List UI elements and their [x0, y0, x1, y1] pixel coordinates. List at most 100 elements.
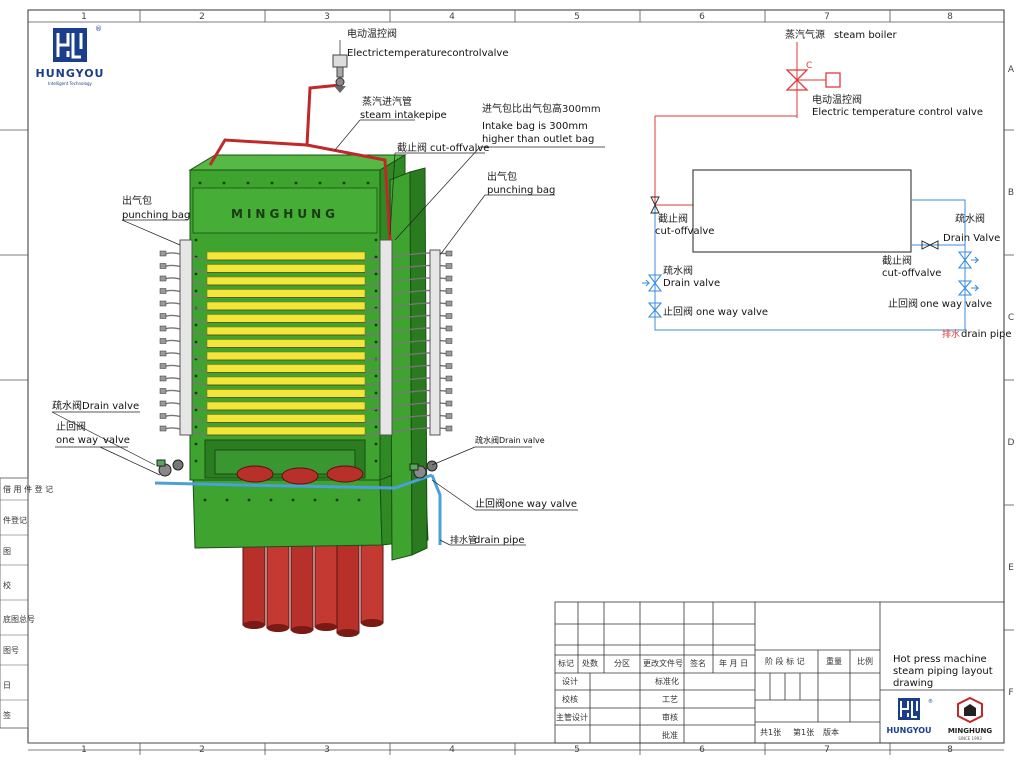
bolt	[374, 323, 378, 327]
column-number: 4	[449, 745, 455, 755]
steam-intake-pipe	[208, 83, 392, 241]
hose-fitting	[445, 375, 453, 382]
tb-row-label: 主管设计	[556, 712, 588, 722]
platen	[206, 426, 366, 436]
platen	[206, 339, 366, 348]
left-arrow	[642, 279, 651, 287]
label-oneway-left-cn: 止回阀	[56, 420, 86, 433]
sch-cutoff-r-cn: 截止阀	[882, 254, 912, 267]
schematic-cutoff-right	[921, 240, 939, 250]
tb-header: 分区	[614, 659, 630, 668]
label-oneway-left-en2: valve	[103, 435, 130, 446]
brand-name: HUNGYOU	[36, 67, 105, 80]
hose-fitting	[445, 263, 453, 269]
row-letter: A	[1008, 65, 1015, 75]
hose-fitting	[159, 325, 167, 332]
hose-fitting	[445, 350, 453, 357]
hose-fitting	[445, 338, 453, 344]
platen	[206, 376, 366, 386]
bolt	[318, 181, 322, 185]
tcv-symbol-c: C	[806, 61, 812, 71]
margin-cell: 校	[3, 580, 11, 590]
bolt	[269, 498, 273, 502]
label-drain-right: 疏水阀Drain valve	[475, 435, 545, 445]
column-number: 1	[81, 745, 87, 755]
title-block	[554, 601, 1005, 744]
right-outlet-bag	[429, 249, 441, 436]
platen	[206, 401, 366, 411]
bolt	[194, 323, 198, 327]
bolt	[194, 459, 198, 463]
bolt	[335, 498, 339, 502]
label-drainpipe-en: drain pipe	[474, 535, 525, 546]
margin-cell: 借 用 件 登 记	[3, 484, 53, 494]
hose-fitting	[159, 250, 167, 257]
hose-fitting	[445, 313, 453, 319]
platen	[206, 326, 366, 336]
row-letter: C	[1008, 313, 1014, 323]
hose-fitting	[159, 388, 167, 394]
schematic-drain-left	[647, 274, 663, 318]
bolt	[374, 238, 378, 242]
label-bag-note-en1: Intake bag is 300mm	[482, 121, 588, 132]
hose-fitting	[159, 425, 167, 432]
column-number: 7	[824, 12, 830, 22]
right-hose-bundle	[364, 250, 453, 436]
schematic-drain-right	[957, 251, 980, 296]
tb-row-label: 设计	[562, 676, 578, 686]
hose-fitting	[445, 413, 453, 419]
hose-fitting	[445, 275, 453, 282]
platen	[206, 301, 366, 311]
bolt	[374, 442, 378, 446]
bolt	[366, 181, 370, 185]
hose-fitting	[159, 300, 167, 307]
bolt	[222, 181, 226, 185]
label-intake-cn: 蒸汽进汽管	[362, 95, 412, 108]
bolt	[374, 289, 378, 293]
label-oneway-right: 止回阀one way valve	[475, 497, 577, 510]
registered-mark: ®	[95, 25, 102, 33]
tb-mid-label: 工艺	[662, 695, 678, 704]
hose	[364, 289, 451, 299]
hose	[364, 377, 451, 386]
label-bag-note-en2: higher than outlet bag	[482, 134, 594, 145]
hose-fitting	[159, 338, 167, 344]
hose-fitting	[159, 375, 167, 382]
partner-name: MINGHUNG	[948, 727, 993, 735]
hose-fitting	[159, 400, 167, 407]
column-number: 6	[699, 745, 705, 755]
bolt	[246, 181, 250, 185]
hose	[364, 327, 451, 336]
row-letter: F	[1008, 688, 1013, 698]
hungyou-logo: ® HUNGYOU Intelligent Technology	[36, 25, 105, 86]
bolt	[194, 425, 198, 429]
sch-oneway-r-cn: 止回阀	[888, 297, 918, 310]
brand-tagline: Intelligent Technology	[48, 81, 92, 86]
hose-fitting	[445, 250, 453, 257]
tb-header: 处数	[582, 658, 598, 668]
bolt	[194, 374, 198, 378]
bolt	[194, 408, 198, 412]
right-punching-bag	[379, 239, 393, 436]
brand-name-small: HUNGYOU	[886, 726, 931, 735]
tb-sheet-info: 第1张	[793, 727, 814, 737]
tb-right-header: 比例	[857, 656, 873, 666]
drawing-title-line1: Hot press machine	[893, 654, 987, 665]
hose-fitting	[445, 388, 453, 394]
bolt	[247, 498, 251, 502]
bolt	[294, 181, 298, 185]
sch-drain-l-cn: 疏水阀	[663, 264, 693, 277]
hose	[364, 339, 451, 349]
hose-fitting	[159, 363, 167, 369]
sch-boiler-en: steam boiler	[834, 30, 898, 41]
bolt	[291, 498, 295, 502]
schematic-cutoff-left	[650, 196, 660, 214]
sch-tcv-en: Electric temperature control valve	[812, 107, 983, 118]
bolt	[374, 255, 378, 259]
hose	[364, 414, 451, 424]
platen	[206, 264, 366, 273]
hose-fitting	[159, 288, 167, 294]
margin-cell: 签	[3, 710, 11, 720]
hose-fitting	[445, 300, 453, 307]
margin-cell: 日	[3, 681, 11, 690]
